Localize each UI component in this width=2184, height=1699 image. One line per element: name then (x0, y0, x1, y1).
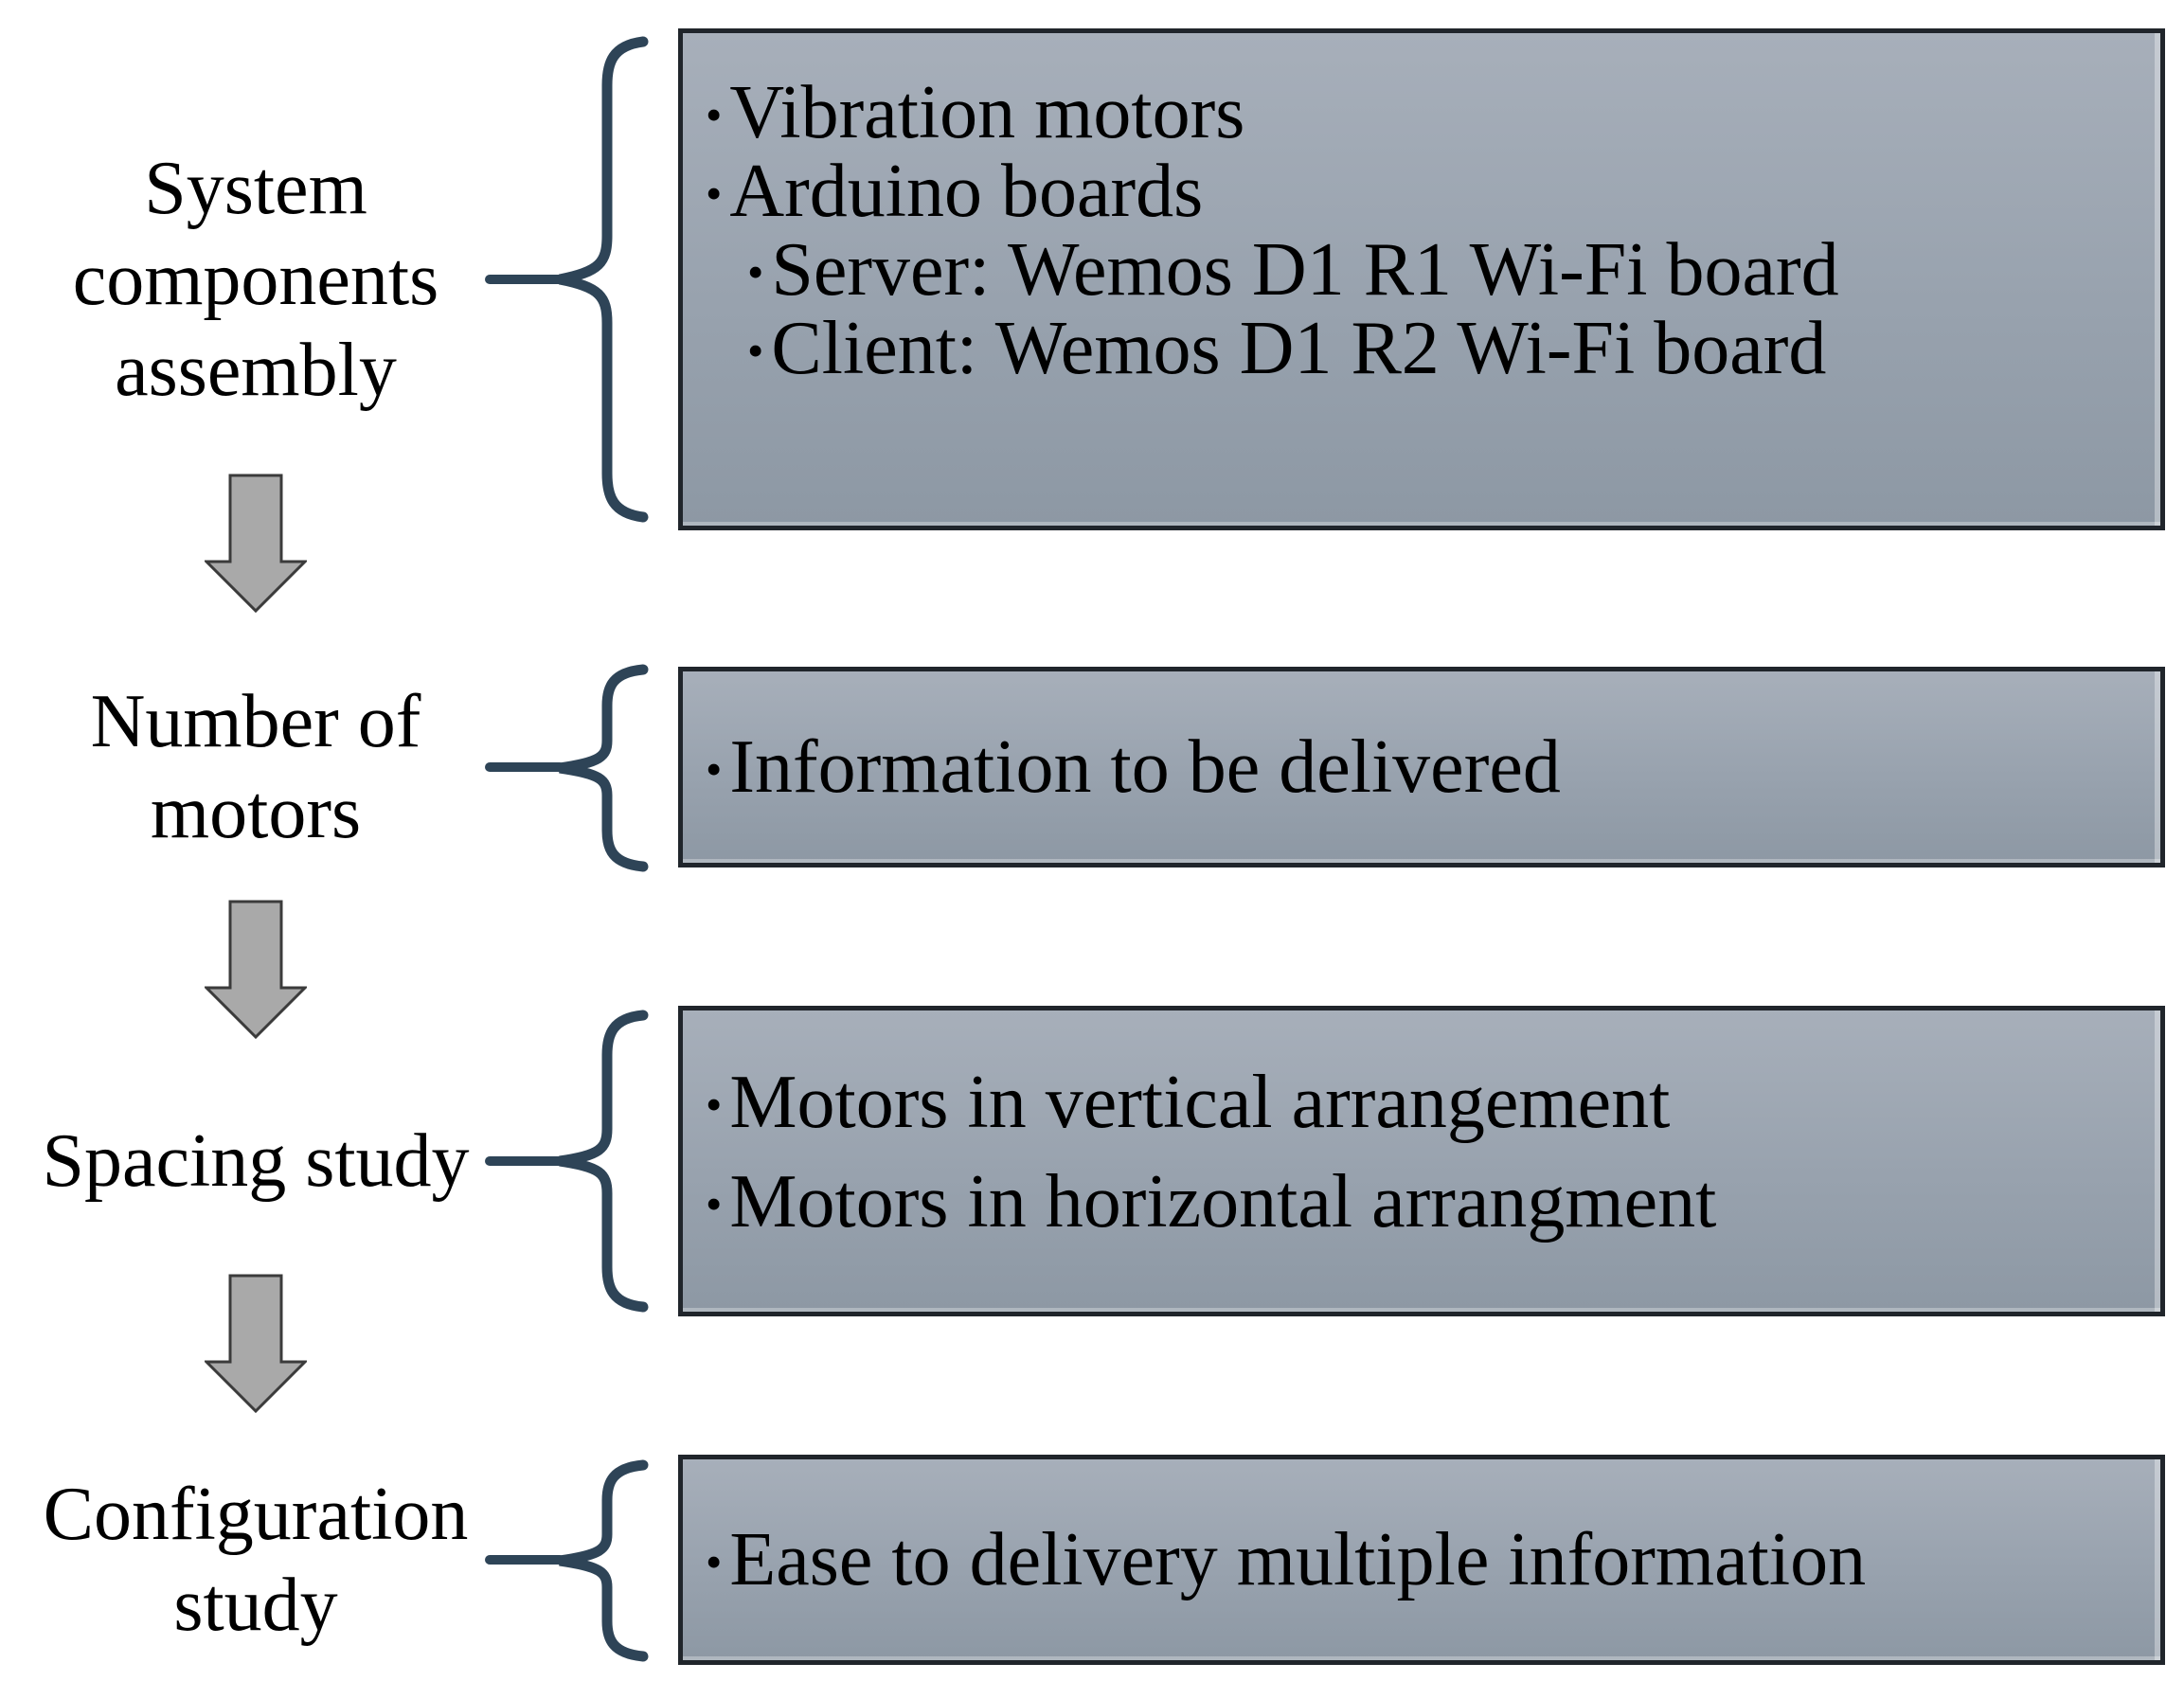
box-item-text: Ease to delivery multiple information (729, 1517, 1867, 1601)
box-item-text: Server: Wemos D1 R1 Wi-Fi board (771, 228, 1839, 313)
bullet-icon: • (747, 246, 764, 299)
stage-label-configuration-study: Configuration study (5, 1469, 507, 1651)
stage-label-spacing-study: Spacing study (5, 1116, 507, 1207)
box-item-text: Motors in horizontal arrangment (729, 1160, 1717, 1244)
left-curly-brace-icon (559, 1010, 649, 1313)
stage-box-number-of-motors: •Information to be delivered (678, 667, 2165, 867)
stage-label-line: Spacing study (42, 1119, 470, 1203)
bullet-icon: • (747, 325, 764, 378)
label-brace-connector (485, 275, 564, 284)
stage-label-line: assembly (115, 329, 397, 412)
box-bullet-item: •Motors in horizontal arrangment (683, 1154, 2160, 1253)
bullet-icon: • (706, 1178, 723, 1231)
box-bullet-item: •Client: Wemos D1 R2 Wi-Fi board (683, 311, 2160, 389)
stage-label-system-components-assembly: System components assembly (5, 143, 507, 416)
left-curly-brace-icon (559, 1459, 649, 1662)
down-arrow-icon (205, 474, 307, 613)
stage-label-line: System (144, 147, 367, 230)
stage-box-configuration-study: •Ease to delivery multiple information (678, 1455, 2165, 1665)
bullet-icon: • (706, 742, 723, 796)
box-item-text: Information to be delivered (729, 724, 1561, 809)
box-bullet-item: •Information to be delivered (683, 724, 2160, 811)
box-item-text: Arduino boards (729, 150, 1204, 234)
stage-label-line: Number of (90, 680, 421, 763)
bullet-icon: • (706, 89, 723, 142)
down-arrow-icon (205, 900, 307, 1039)
box-bullet-item: •Ease to delivery multiple information (683, 1517, 2160, 1603)
stage-label-line: components (72, 238, 439, 321)
box-bullet-item: •Vibration motors (683, 75, 2160, 153)
bullet-icon: • (706, 1535, 723, 1588)
stage-box-system-components: •Vibration motors •Arduino boards •Serve… (678, 28, 2165, 530)
stage-box-spacing-study: •Motors in vertical arrangement •Motors … (678, 1006, 2165, 1316)
label-brace-connector (485, 762, 564, 772)
stage-label-number-of-motors: Number of motors (5, 676, 507, 858)
left-curly-brace-icon (558, 36, 649, 523)
box-bullet-item: •Motors in vertical arrangement (683, 1054, 2160, 1154)
label-brace-connector (485, 1156, 564, 1166)
bullet-icon: • (706, 168, 723, 221)
box-bullet-item: •Server: Wemos D1 R1 Wi-Fi board (683, 232, 2160, 311)
label-brace-connector (485, 1555, 564, 1565)
box-bullet-item: •Arduino boards (683, 153, 2160, 232)
box-item-text: Vibration motors (729, 71, 1245, 154)
stage-label-line: study (173, 1564, 338, 1647)
stage-label-line: motors (150, 771, 362, 854)
bullet-icon: • (706, 1079, 723, 1132)
left-curly-brace-icon (559, 664, 649, 872)
box-item-text: Motors in vertical arrangement (729, 1061, 1671, 1144)
down-arrow-icon (205, 1274, 307, 1413)
box-item-text: Client: Wemos D1 R2 Wi-Fi board (771, 307, 1827, 391)
stage-label-line: Configuration (43, 1473, 469, 1556)
